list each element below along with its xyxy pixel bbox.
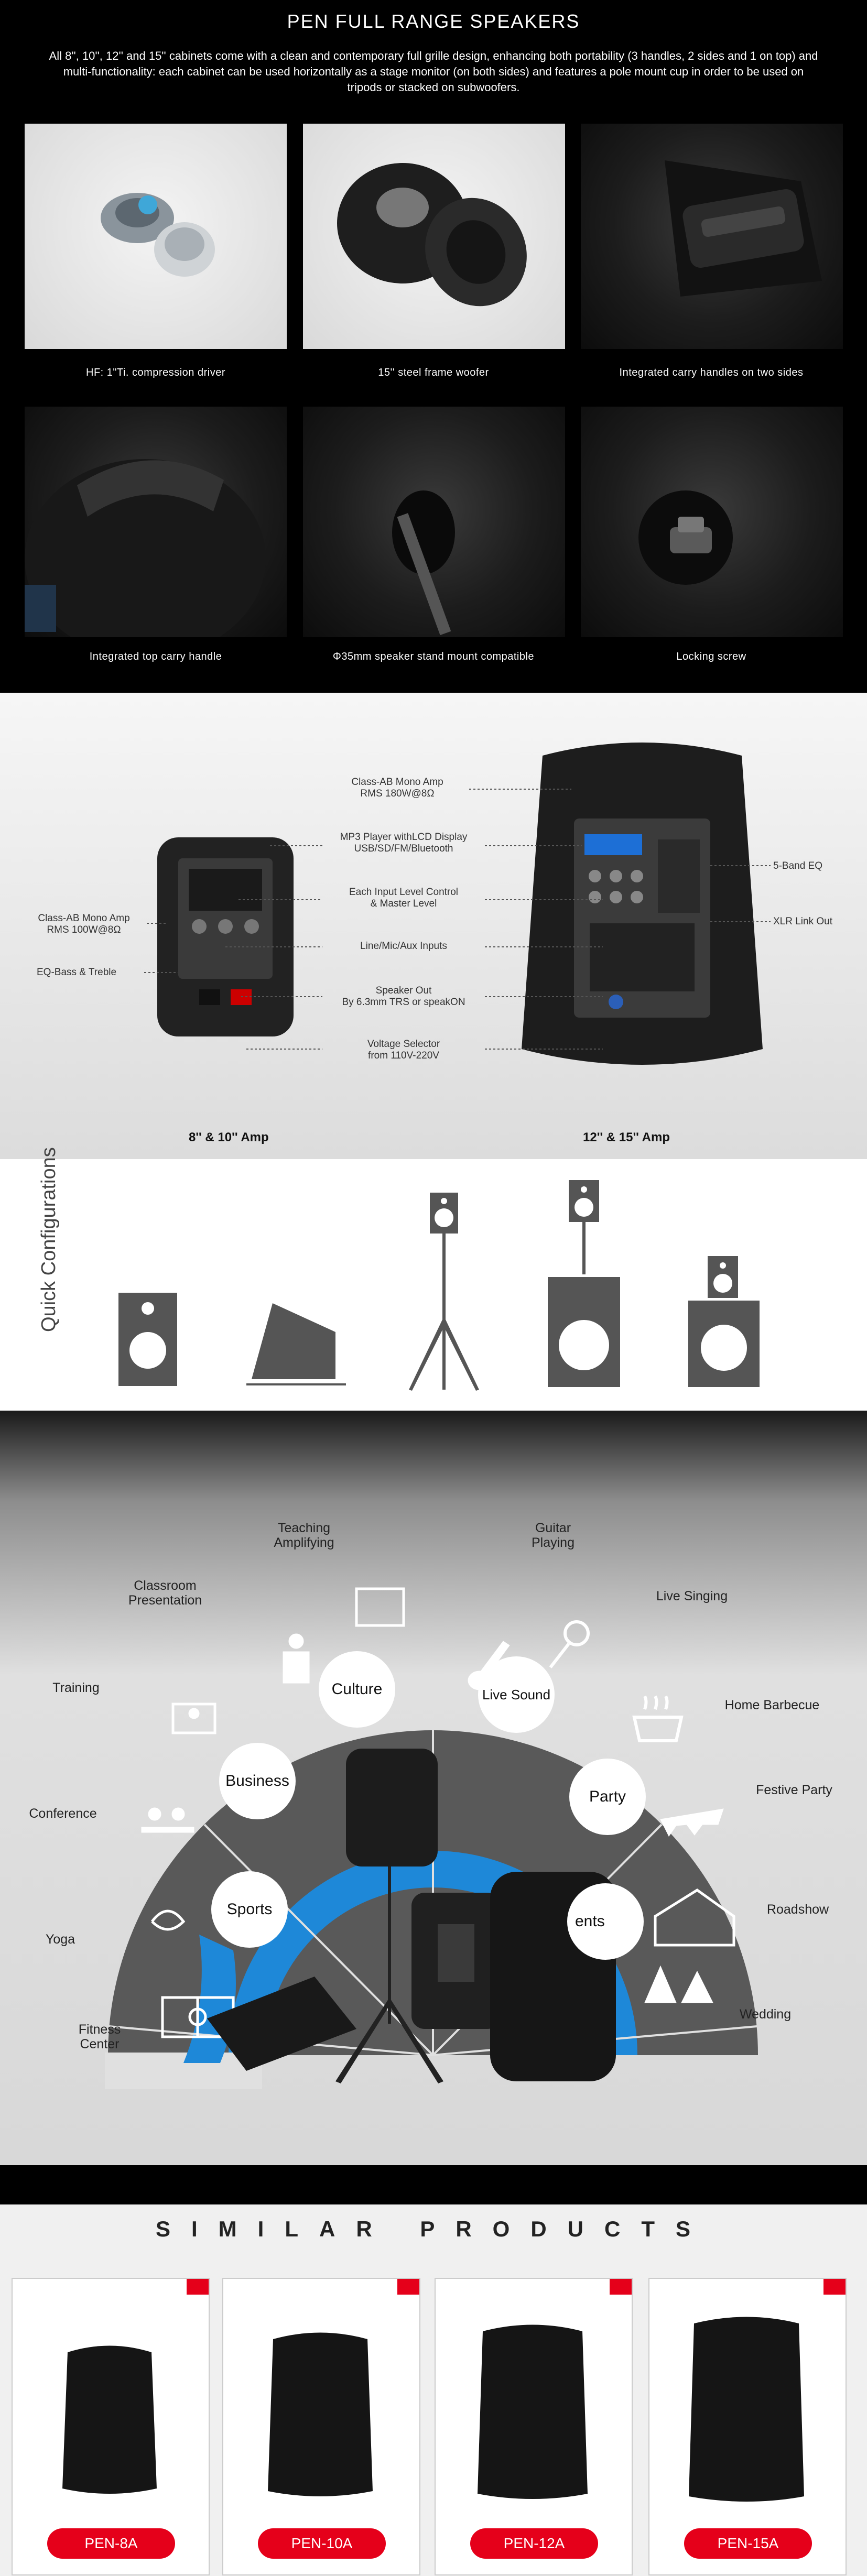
barbecue-label: Home Barbecue [724, 1698, 820, 1712]
amp-leader-lines [144, 789, 771, 1050]
corner-badge [823, 2279, 846, 2295]
yoga-label: Yoga [45, 1932, 75, 1947]
feature-caption-3: Integrated carry handles on two sides [619, 367, 804, 378]
amp-xlr-out: XLR Link Out [773, 916, 832, 927]
bunting-icon [660, 1808, 724, 1837]
corner-badge [187, 2279, 209, 2295]
amp-eq-bass: EQ-Bass & Treble [37, 967, 117, 978]
yoga-icon [151, 1909, 186, 1931]
product-name-button[interactable]: PEN-12A [470, 2528, 598, 2559]
roadshow-label: Roadshow [766, 1902, 829, 1917]
product-card-pen-15a[interactable]: PEN-15A [648, 2278, 847, 2575]
product-name-button[interactable]: PEN-10A [258, 2528, 386, 2559]
compression-driver-photo [25, 124, 287, 349]
feature-caption-1: HF: 1"Ti. compression driver [86, 367, 225, 378]
tent-roadshow-icon [654, 1888, 735, 1947]
similar-products-title: SIMILAR PRODUCTS [156, 2217, 711, 2241]
festive-label: Festive Party [756, 1783, 832, 1797]
corner-badge [610, 2279, 632, 2295]
hero-description: All 8'', 10'', 12'' and 15'' cabinets co… [49, 49, 818, 94]
culture-circle: Culture [320, 1653, 394, 1726]
presentation-icon [171, 1702, 216, 1734]
top-handle-photo [25, 407, 287, 637]
live-sound-circle: Live Sound [480, 1658, 553, 1731]
training-label: Training [52, 1680, 100, 1695]
podium-icon [283, 1633, 310, 1684]
large-speaker-back-icon [522, 743, 763, 1065]
quick-config-icons [118, 1180, 760, 1391]
product-card-pen-8a[interactable]: PEN-8A [12, 2278, 210, 2575]
small-amp-title: 8'' & 10'' Amp [189, 1130, 269, 1144]
applications-section: Culture Live Sound Business Party Sports… [0, 1411, 867, 2165]
top-black-band [0, 2165, 867, 2204]
sports-circle: Sports [213, 1873, 286, 1946]
product-name-button[interactable]: PEN-8A [47, 2528, 175, 2559]
stand-mount-icon [392, 490, 455, 636]
microphone-icon [549, 1620, 590, 1668]
feature-caption-6: Locking screw [676, 651, 746, 662]
side-handle-icon [665, 160, 822, 297]
corner-badge [397, 2279, 419, 2295]
speaker-on-sub-icon [688, 1256, 760, 1387]
feature-caption-2: 15'' steel frame woofer [378, 367, 489, 378]
conference-label: Conference [29, 1806, 97, 1821]
compression-driver-icon [101, 193, 215, 277]
party-circle: Party [571, 1760, 644, 1833]
amp-level-control: Each Input Level Control& Master Level [349, 887, 459, 909]
conference-icon [141, 1807, 194, 1833]
hero-title: PEN FULL RANGE SPEAKERS [287, 10, 580, 32]
woofer-icon [337, 163, 527, 307]
side-handle-photo [581, 124, 843, 349]
product-card-pen-10a[interactable]: PEN-10A [222, 2278, 420, 2575]
feature-caption-4: Integrated top carry handle [89, 651, 222, 662]
large-amp-title: 12'' & 15'' Amp [583, 1130, 670, 1144]
events-circle: ents [569, 1885, 642, 1958]
speaker-icon [689, 2317, 804, 2502]
similar-products-section: SIMILAR PRODUCTS PEN-8A PEN-10A PEN-12A … [0, 2165, 867, 2576]
singing-label: Live Singing [656, 1589, 728, 1603]
speaker-icon [62, 2345, 157, 2494]
amp-5band-eq: 5-Band EQ [773, 860, 822, 871]
locking-screw-photo [581, 407, 843, 637]
applications-wheel [105, 1587, 758, 2089]
product-card-pen-12a[interactable]: PEN-12A [435, 2278, 633, 2575]
business-circle: Business [221, 1744, 294, 1818]
product-name-button[interactable]: PEN-15A [684, 2528, 812, 2559]
speaker-icon [268, 2332, 373, 2496]
top-handle-icon [25, 459, 266, 637]
floor-speaker-icon [118, 1293, 177, 1386]
teacher-board-icon [355, 1587, 405, 1627]
woofer-photo [303, 124, 565, 349]
wedding-couple-icon [644, 1965, 713, 2003]
bathtub-barbecue-icon [632, 1695, 684, 1742]
hero-section: PEN FULL RANGE SPEAKERS All 8'', 10'', 1… [0, 0, 867, 693]
amp-inputs: Line/Mic/Aux Inputs [360, 941, 447, 952]
stand-mount-photo [303, 407, 565, 637]
wedding-label: Wedding [739, 2007, 792, 2022]
feature-caption-5: Φ35mm speaker stand mount compatible [332, 651, 535, 662]
tripod-speaker-icon [409, 1193, 479, 1391]
small-speaker-back-icon [157, 837, 294, 1036]
monitor-wedge-icon [246, 1303, 346, 1385]
speaker-icon [478, 2324, 588, 2499]
quick-config-section: Quick Configurations [0, 1147, 867, 1411]
locking-screw-icon [638, 490, 733, 585]
sub-stack-speaker-icon [548, 1180, 620, 1387]
